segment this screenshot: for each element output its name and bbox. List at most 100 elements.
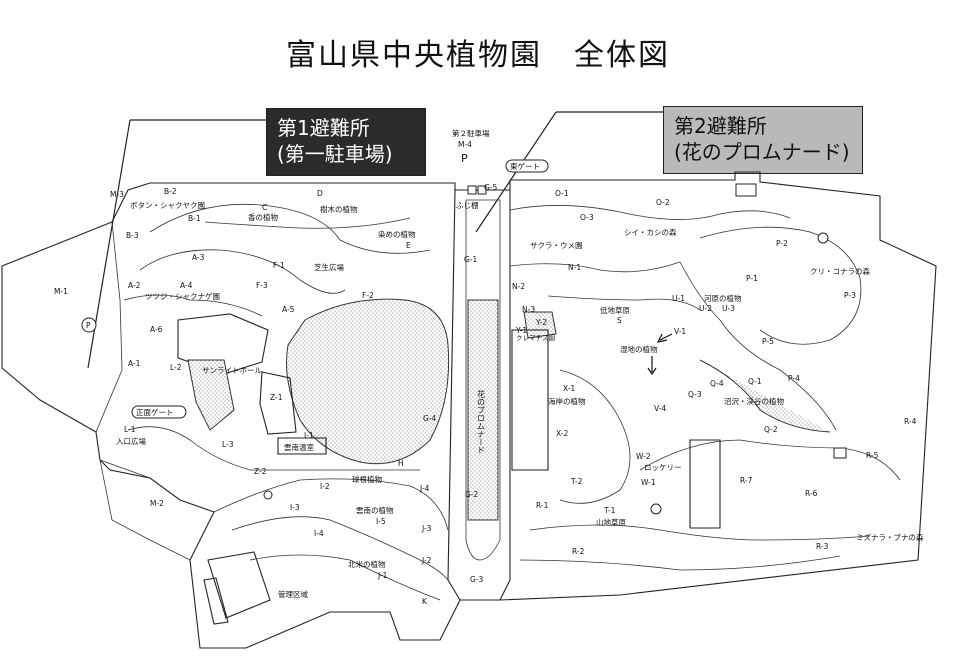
label-r2: R-2 — [572, 547, 585, 556]
label-h: H — [398, 459, 404, 468]
lot-m2 — [99, 459, 215, 561]
rockery-building — [689, 439, 721, 529]
label-q3: Q-3 — [688, 390, 702, 399]
label-m1: M-1 — [54, 287, 68, 296]
label-g3: G-3 — [470, 575, 484, 584]
central-pond — [286, 298, 450, 465]
label-b2: B-2 — [164, 187, 177, 196]
label-parking2: 第２駐車場 — [452, 128, 490, 138]
label-a3: A-3 — [192, 253, 205, 262]
label-kasen[interactable]: 河原の植物 — [704, 293, 742, 303]
label-g5: G-5 — [484, 183, 498, 192]
label-a6: A-6 — [150, 325, 163, 334]
label-d: D — [317, 189, 323, 198]
label-kurematisu[interactable]: クレマチス園 — [516, 334, 555, 342]
label-z2: Z-2 — [254, 467, 267, 476]
label-someru[interactable]: 染めの植物 — [378, 229, 416, 239]
arrow-marsh — [647, 356, 657, 376]
label-u3: U-3 — [722, 304, 735, 313]
label-mokusei[interactable]: 樹木の植物 — [320, 204, 358, 214]
label-r3: R-3 — [816, 542, 829, 551]
label-botan[interactable]: ボタン・シャクヤク園 — [130, 201, 205, 210]
management-building-2 — [203, 577, 229, 625]
label-t2: T-2 — [570, 477, 583, 486]
label-y1: Y-1 — [515, 326, 527, 335]
label-iriguchi[interactable]: 入口広場 — [116, 436, 146, 446]
label-u2: U-2 — [699, 304, 712, 313]
label-i1: I-1 — [304, 431, 314, 440]
house-marker-east — [833, 447, 847, 459]
valley-stream — [699, 359, 831, 433]
label-p5: P-5 — [762, 337, 774, 346]
label-j2: J-2 — [421, 556, 432, 565]
label-shomen[interactable]: 正面ゲート — [136, 408, 174, 417]
label-x1: X-1 — [563, 384, 575, 393]
pond-marker — [817, 232, 829, 244]
building-z1 — [259, 371, 297, 435]
label-shii[interactable]: シイ・カシの森 — [624, 227, 677, 237]
label-east-gate[interactable]: 東ゲート — [510, 161, 540, 171]
path-south-1 — [213, 478, 449, 531]
booth-marker — [467, 185, 477, 195]
label-kanri[interactable]: 管理区域 — [278, 589, 308, 599]
lot-m1 — [1, 221, 123, 433]
path-west-1 — [149, 203, 431, 254]
label-i4: I-4 — [314, 529, 324, 538]
label-f1: F-1 — [273, 261, 285, 270]
management-building — [207, 551, 271, 619]
label-sunlight[interactable]: サンライトホール — [202, 366, 262, 375]
label-parking-west: P — [86, 321, 91, 330]
shelter-1-callout[interactable]: 第1避難所 (第一駐車場) — [266, 108, 426, 176]
label-p1: P-1 — [746, 274, 758, 283]
label-mizunara[interactable]: ミズナラ・ブナの森 — [856, 532, 924, 542]
front-gate-badge[interactable] — [131, 405, 187, 419]
path-east-9 — [519, 555, 841, 571]
label-sanchi[interactable]: 山地草原 — [596, 517, 626, 527]
path-east-1 — [509, 205, 791, 220]
label-kyukon[interactable]: 球根植物 — [352, 474, 382, 484]
label-o1: O-1 — [555, 189, 569, 198]
parking-marker-west — [81, 317, 97, 333]
label-t1: T-1 — [603, 506, 616, 515]
label-r1: R-1 — [536, 501, 549, 510]
label-rockery[interactable]: ロッケリー — [644, 463, 682, 472]
label-v1: V-1 — [674, 327, 686, 336]
path-west-2 — [139, 249, 346, 294]
path-west-5 — [127, 426, 420, 471]
label-fujidana[interactable]: ふじ棚 — [456, 200, 479, 210]
label-shiba[interactable]: 芝生広場 — [314, 262, 344, 272]
label-sakura[interactable]: サクラ・ウメ園 — [530, 241, 583, 250]
path-east-5 — [547, 295, 701, 311]
building-marker-east — [735, 183, 757, 197]
label-r7: R-7 — [740, 476, 753, 485]
label-hokubei[interactable]: 北米の植物 — [348, 559, 386, 569]
label-unnan-onsen[interactable]: 雲南温室 — [284, 442, 314, 452]
label-kou[interactable]: 香の植物 — [248, 212, 278, 222]
shelter-2-name: 第2避難所 — [674, 114, 767, 138]
shelter-1-name: 第1避難所 — [277, 116, 370, 140]
label-hana-prom[interactable]: 花のプロムナード — [477, 389, 486, 454]
label-f3: F-3 — [256, 281, 268, 290]
path-west-3 — [204, 217, 411, 229]
label-n1: N-1 — [568, 263, 581, 272]
shelter-2-callout[interactable]: 第2避難所 (花のプロムナード) — [663, 106, 863, 174]
label-p4: P-4 — [788, 374, 800, 383]
label-j3: J-3 — [421, 524, 432, 533]
label-q4: Q-4 — [710, 379, 724, 388]
label-tsutsuji[interactable]: ツツジ・シャクナゲ園 — [145, 292, 220, 301]
label-p3: P-3 — [844, 291, 856, 300]
label-r4: R-4 — [904, 417, 917, 426]
label-teichi[interactable]: 低地草原 — [600, 305, 630, 315]
label-shitchi[interactable]: 湿地の植物 — [620, 344, 658, 354]
label-j4: J-4 — [419, 484, 430, 493]
label-kuri[interactable]: クリ・コナラの森 — [810, 266, 870, 276]
label-unnan-plants[interactable]: 雲南の植物 — [356, 505, 394, 515]
label-b3: B-3 — [126, 231, 139, 240]
label-kaigan[interactable]: 海岸の植物 — [548, 396, 586, 406]
label-i2: I-2 — [320, 482, 330, 491]
east-gate-badge[interactable] — [505, 159, 549, 173]
path-east-6 — [559, 369, 631, 504]
shelter-1-leader-line-diagonal — [87, 119, 131, 369]
label-sawa[interactable]: 沼沢・渓谷の植物 — [724, 396, 784, 406]
